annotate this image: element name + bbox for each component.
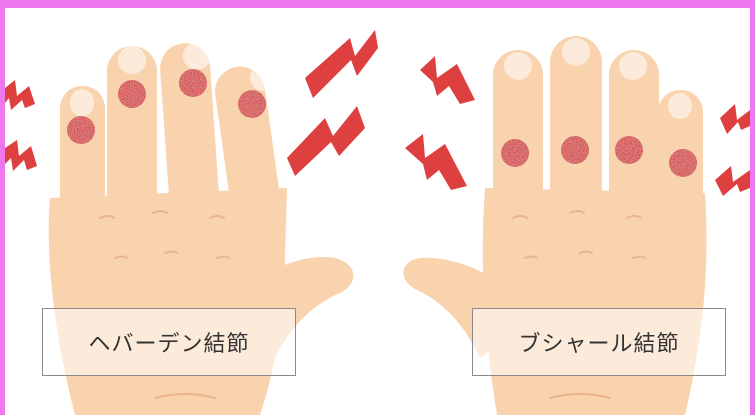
left-creases	[99, 210, 230, 399]
heberden-nodes-label: ヘバーデン結節	[42, 308, 296, 376]
pain-zigzag-icon	[5, 30, 750, 196]
right-creases	[512, 210, 646, 399]
left-nails	[70, 42, 276, 117]
bouchard-nodes-label: ブシャール結節	[472, 308, 726, 376]
inflamed-joint-icon	[67, 69, 266, 144]
inflamed-joint-icon	[501, 136, 697, 177]
right-nails	[504, 38, 692, 119]
